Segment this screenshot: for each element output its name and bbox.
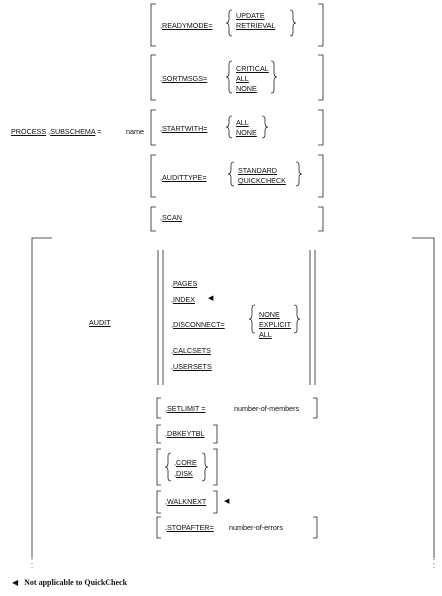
disconnect-option: ,DISCONNECT= [171,320,225,329]
setlimit-value: number-of-members [234,404,300,413]
disconnect-all: ALL [259,330,272,339]
name-parameter: name [126,127,144,136]
core-option: ,CORE [174,458,197,467]
usersets-option: ,USERSETS [171,362,212,371]
startwith-option: ,STARTWITH= [160,124,208,133]
footnote: ◀ Not applicable to QuickCheck [12,577,127,587]
setlimit-option: ,SETLIMIT = [165,404,206,413]
sortmsgs-all: ALL [236,74,249,83]
pages-option: ,PAGES [171,279,198,288]
footnote-pointer-icon: ◀ [12,578,19,587]
footnote-text: Not applicable to QuickCheck [24,578,128,587]
sortmsgs-critical: CRITICAL [236,64,269,73]
audit-keyword: AUDIT [89,318,111,327]
scan-option: ,SCAN [160,213,182,222]
index-option: ,INDEX [171,295,195,304]
quickcheck-pointer-icon-2: ◀ [224,498,230,505]
readymode-option: ,READYMODE= [160,21,213,30]
calcsets-option: ,CALCSETS [171,346,211,355]
disk-option: ,DISK [174,469,193,478]
readymode-update: UPDATE [236,11,265,20]
startwith-all: ALL [236,118,249,127]
audittype-standard: STANDARD [238,166,278,175]
readymode-retrieval: RETRIEVAL [236,21,276,30]
process-keyword: PROCESS ,SUBSCHEMA = [11,127,102,136]
stopafter-value: number-of-errors [229,523,283,532]
audittype-quickcheck: QUICKCHECK [238,176,286,185]
startwith-none: NONE [236,128,257,137]
stopafter-option: ,STOPAFTER= [165,523,214,532]
quickcheck-pointer-icon: ◀ [208,295,214,302]
audittype-option: ,AUDITTYPE= [160,173,207,182]
walknext-option: ,WALKNEXT [165,497,207,506]
sortmsgs-none: NONE [236,84,257,93]
dbkeytbl-option: ,DBKEYTBL [165,429,205,438]
disconnect-explicit: EXPLICIT [259,320,291,329]
disconnect-none: NONE [259,310,280,319]
sortmsgs-option: ,SORTMSGS= [160,74,208,83]
